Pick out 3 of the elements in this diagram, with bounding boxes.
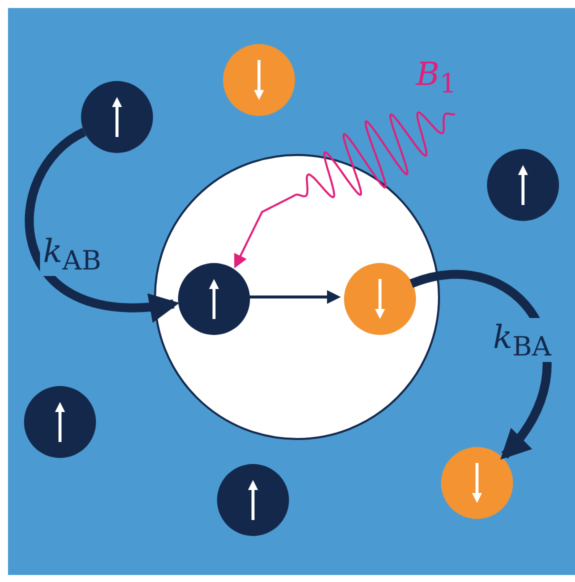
curved-arrow xyxy=(24,128,180,322)
wave-arrow xyxy=(234,112,456,268)
arrow xyxy=(248,290,341,304)
